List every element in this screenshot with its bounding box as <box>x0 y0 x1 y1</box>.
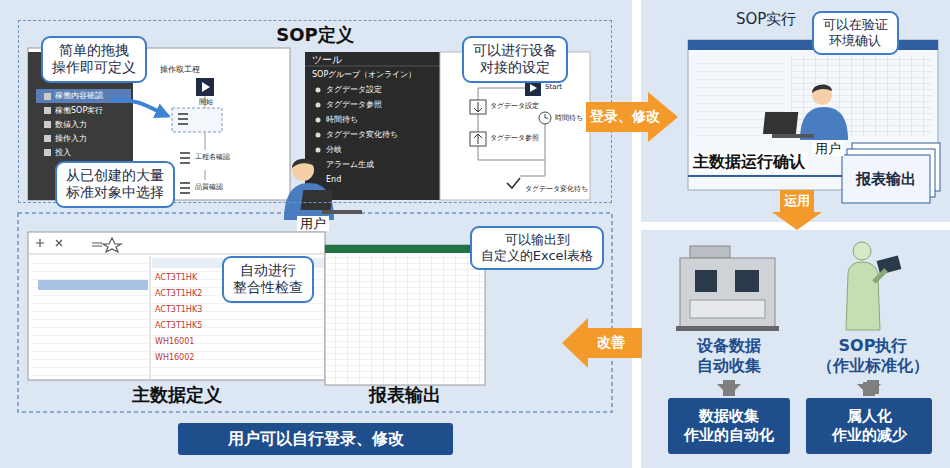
screen-label: 開始 <box>199 99 213 106</box>
screen-label: ACT3T1HK3 <box>155 306 202 314</box>
screen-label: Start <box>545 84 562 91</box>
block-arrow: 改善 <box>562 318 642 368</box>
node-text: 报表输出 <box>369 384 441 407</box>
callout-box: 可以输出到 自定义的Excel表格 <box>470 226 604 271</box>
node-text: 可以在验证 环境确认 <box>823 17 888 50</box>
spreadsheet <box>325 245 485 385</box>
node-text: 报表输出 <box>856 170 916 189</box>
callout-box: 可以进行设备 对接的设定 <box>462 36 568 83</box>
callout-box: 从已创建的大量 标准对象中选择 <box>55 161 175 208</box>
screen-label: 品質確認 <box>195 184 223 191</box>
node-text: 属人化 作业的减少 <box>832 407 907 445</box>
right-bottom-panel <box>641 230 950 468</box>
screen-label: 数値入力 <box>55 121 87 129</box>
right-top-panel <box>641 0 950 222</box>
screen-label: 時間待ち <box>326 116 358 124</box>
screen-label: ACT3T1HK5 <box>155 322 202 330</box>
screen-figure: 主数据定义 自动进行 整合性检查 <box>28 232 325 407</box>
screen-label: 用户 <box>297 216 329 231</box>
screen-figure: SOP执行 （作业标准化） <box>808 242 938 378</box>
filled-box: 报表输出 <box>842 155 930 203</box>
screen-label: 稼働SOP実行 <box>55 107 103 115</box>
screen-label: SOPグループ（オンライン） <box>312 71 416 79</box>
dashed-region: SOP定义简单的拖拽 操作即可定义从已创建的大量 标准对象中选择 可以进行设备 对… <box>18 20 612 203</box>
node-text: 登录、修改 <box>590 108 660 126</box>
dashed-region <box>18 213 612 412</box>
screen-figure: 设备数据 自动收集 <box>668 242 790 378</box>
callout-box: 自动进行 整合性检查 <box>222 256 314 303</box>
worker <box>846 242 901 330</box>
screen-label: End <box>326 176 341 184</box>
screen-label: ACT3T1HK <box>155 274 197 282</box>
node-text: 用户可以自行登录、修改 <box>228 429 404 449</box>
screen-label: タグデータ設定 <box>326 86 382 94</box>
node-text: 设备数据 自动收集 <box>697 336 761 376</box>
screen-label: 分岐 <box>326 146 342 154</box>
screen-label: タグデータ変化待ち <box>525 186 588 193</box>
screen-label: 用户 <box>812 141 844 156</box>
block-arrow: 登录、修改 <box>586 92 678 142</box>
screen-label: タグデータ変化待ち <box>326 131 398 139</box>
block-arrow: 运用 <box>772 190 822 230</box>
node-text: SOP定义 <box>276 24 353 47</box>
arrow-fill <box>562 318 642 368</box>
node-text: SOP执行 （作业标准化） <box>817 336 929 376</box>
callout-box: 可以在验证 环境确认 <box>812 11 899 56</box>
screen-label: 稼働内容確認 <box>55 92 103 100</box>
screen-label: タグデータ参照 <box>490 135 539 142</box>
arrow-fill <box>772 190 822 230</box>
master-screenshot <box>28 232 325 380</box>
node-text: 可以进行设备 对接的设定 <box>473 42 557 77</box>
node-text: 主数据定义 <box>132 384 222 407</box>
node-text: 数据收集 作业的自动化 <box>684 407 774 445</box>
equipment <box>676 246 779 331</box>
flow-arrow <box>723 380 735 396</box>
left-panel <box>0 0 632 468</box>
screen-label: ACT3T1HK2 <box>155 290 202 298</box>
screen-label: タグデータ設定 <box>490 103 539 110</box>
screen-label: タグデータ参照 <box>326 101 382 109</box>
screen-label: WH16001 <box>155 338 194 346</box>
arrow-fill <box>586 92 678 142</box>
screen-figure: 报表输出 <box>325 245 485 407</box>
screen-label: 操作入力 <box>55 135 87 143</box>
flow-arrow <box>869 380 873 396</box>
screen-label: アラーム生成 <box>326 161 374 169</box>
node-text: SOP实行 <box>736 10 796 29</box>
node-text: 从已创建的大量 标准对象中选择 <box>66 167 164 202</box>
report-papers <box>842 143 940 203</box>
node-text: 主数据运行确认 <box>690 152 808 172</box>
screen-label: ツール <box>312 55 342 65</box>
screen-label: WH16002 <box>155 354 194 362</box>
screen-label: 投入 <box>55 149 71 157</box>
filled-box: 数据收集 作业的自动化 <box>668 398 790 454</box>
filled-box: 用户可以自行登录、修改 <box>178 423 453 455</box>
user-figure <box>763 84 848 140</box>
filled-box: 属人化 作业的减少 <box>806 398 932 454</box>
node-text: 可以输出到 自定义的Excel表格 <box>481 232 593 265</box>
screen-label: 時間待ち <box>555 115 583 122</box>
node-text: 改善 <box>597 334 625 352</box>
tool-panel <box>305 52 440 200</box>
node-text: 自动进行 整合性检查 <box>233 262 303 297</box>
screen-label: 工程名確認 <box>195 154 230 161</box>
screen-label: 操作取工程 <box>160 66 200 74</box>
node-text: 运用 <box>784 193 810 209</box>
node-text: 简单的拖拽 操作即可定义 <box>52 42 136 77</box>
callout-box: 简单的拖拽 操作即可定义 <box>41 36 147 83</box>
